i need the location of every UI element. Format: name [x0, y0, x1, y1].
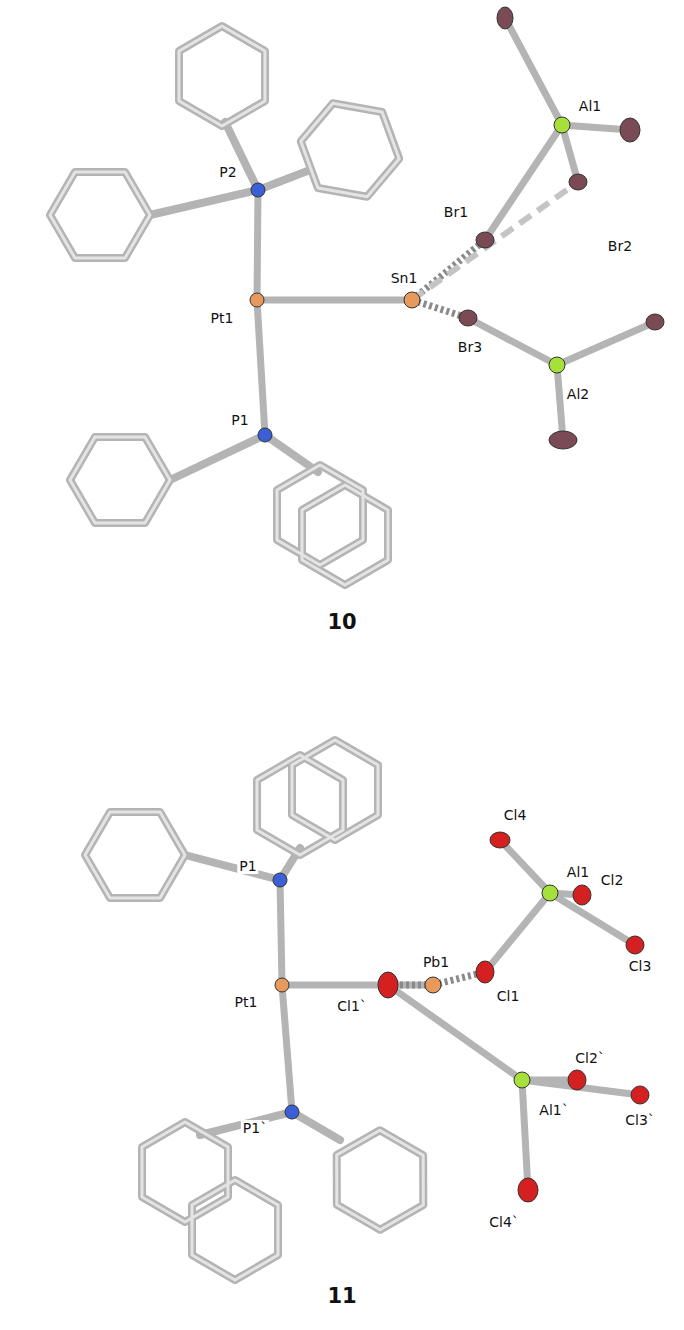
hashed-bonds	[388, 240, 485, 985]
atom-label: Pb1	[421, 954, 451, 970]
atom-label: Pt1	[209, 310, 236, 326]
atom-label: Br1	[442, 204, 470, 220]
compound-number: 10	[325, 610, 358, 634]
cyclohexyl-rings	[50, 26, 445, 1280]
atom-label: Cl1	[495, 988, 522, 1004]
atom-label: Cl4`	[487, 1214, 521, 1230]
atom-label: Al1	[577, 98, 603, 114]
atom-label: Cl4	[502, 807, 529, 823]
atom-label: Al1`	[537, 1102, 570, 1118]
bonds	[257, 18, 655, 1190]
atom-label: Al1	[565, 864, 591, 880]
atom-label: Cl1`	[335, 998, 369, 1014]
atoms	[250, 7, 664, 1202]
atom-label: Br3	[456, 339, 484, 355]
atom-label: Cl3	[627, 958, 654, 974]
atom-label: Cl3`	[623, 1112, 657, 1128]
atom-label: Br2	[606, 238, 634, 254]
atom-label: Pt1	[233, 994, 260, 1010]
atom-label: Al2	[565, 386, 591, 402]
atom-label: Cl2	[599, 872, 626, 888]
compound-number: 11	[325, 1284, 358, 1308]
atom-label: P1	[237, 858, 258, 874]
atom-label: Sn1	[389, 270, 420, 286]
atom-label: P1	[229, 412, 250, 428]
atom-label: Cl2`	[573, 1050, 607, 1066]
dashed-contact	[412, 182, 578, 300]
atom-label: P2	[217, 164, 238, 180]
atom-label: P1`	[241, 1120, 269, 1136]
